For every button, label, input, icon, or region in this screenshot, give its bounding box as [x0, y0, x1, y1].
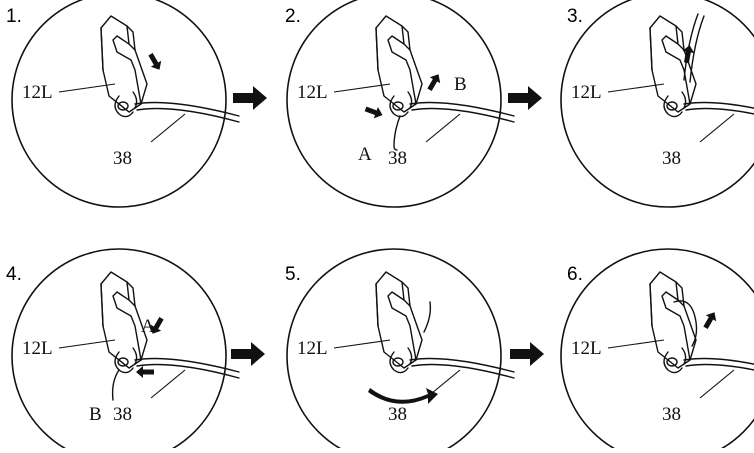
cable-leader-line: [425, 369, 461, 399]
part-leader-line: [607, 83, 665, 93]
cable-label-38: 38: [113, 404, 132, 425]
step-number: 2.: [285, 6, 301, 27]
step-6: 6. 12L 38: [560, 248, 754, 448]
cable: [134, 357, 240, 379]
part-label-12L: 12L: [22, 338, 53, 359]
wire-end-b-label: B: [89, 404, 102, 425]
direction-arrow: [682, 45, 695, 64]
cable-leader-line: [699, 113, 735, 143]
part-leader-line: [607, 339, 665, 349]
direction-arrow: [703, 312, 717, 330]
direction-arrow: [427, 74, 441, 92]
detail-circle: [11, 248, 227, 453]
part-label-12L: 12L: [22, 82, 53, 103]
next-step-arrow: [231, 342, 265, 366]
cable-label-38: 38: [388, 148, 407, 169]
cable-leader-line: [150, 369, 186, 399]
cable: [134, 101, 240, 123]
step-1: 1. 12L 38: [6, 0, 240, 208]
next-step-arrow: [233, 86, 267, 110]
detail-circle: [286, 248, 502, 453]
step-5: 5. 12L 38: [285, 248, 515, 453]
flow-arrows: [231, 86, 544, 366]
cable-label-38: 38: [662, 404, 681, 425]
step-number: 6.: [567, 264, 583, 285]
step-2: 2. 12L 38 A B: [285, 0, 515, 208]
direction-arrow: [364, 106, 383, 119]
step-number: 5.: [285, 264, 301, 285]
cable-label-38: 38: [662, 148, 681, 169]
next-step-arrow: [508, 86, 542, 110]
cable-leader-line: [150, 113, 186, 143]
part-leader-line: [333, 339, 391, 349]
detail-circle: [560, 0, 754, 208]
cable: [683, 101, 754, 115]
step-number: 4.: [6, 264, 22, 285]
next-step-arrow: [510, 342, 544, 366]
cable-leader-line: [699, 369, 735, 399]
cable: [409, 357, 515, 379]
wire-end-a-label: A: [141, 316, 155, 337]
cable: [683, 357, 754, 371]
cable-label-38: 38: [388, 404, 407, 425]
wire-end-b-label: B: [454, 74, 467, 95]
part-leader-line: [333, 83, 391, 93]
step-number: 3.: [567, 6, 583, 27]
wire-end-a-label: A: [358, 144, 372, 165]
part-label-12L: 12L: [571, 338, 602, 359]
step-4: 4. 12L 38 A B: [6, 248, 240, 453]
part-leader-line: [58, 83, 116, 93]
part-leader-line: [58, 339, 116, 349]
step-3: 3. 12L 38: [560, 0, 754, 208]
direction-arrow: [150, 316, 164, 334]
part-label-12L: 12L: [297, 82, 328, 103]
direction-arrow: [136, 366, 154, 378]
cable: [409, 101, 515, 123]
step-number: 1.: [6, 6, 22, 27]
rotate-arrow: [368, 388, 438, 404]
part-label-12L: 12L: [297, 338, 328, 359]
cable-label-38: 38: [113, 148, 132, 169]
direction-arrow: [148, 52, 162, 70]
part-label-12L: 12L: [571, 82, 602, 103]
cable-leader-line: [425, 113, 461, 143]
